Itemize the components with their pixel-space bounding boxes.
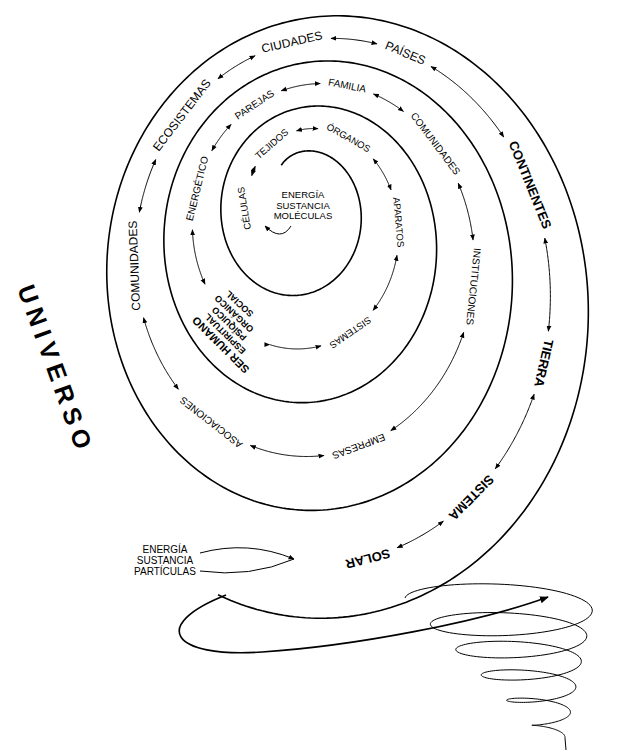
level-label: APARATOS bbox=[391, 197, 406, 248]
double-arrow bbox=[270, 345, 321, 349]
double-arrow bbox=[545, 238, 551, 331]
center-label: ENERGÍA SUSTANCIA MOLÉCULAS bbox=[274, 190, 333, 221]
spiral-tail bbox=[179, 595, 548, 653]
level-label: EMPRESAS bbox=[331, 432, 387, 462]
dimension-label: ENERGÉTICO bbox=[183, 155, 209, 222]
double-arrow bbox=[373, 94, 403, 111]
level-label: CONTINENTES bbox=[505, 140, 553, 232]
level-label: TEJIDOS bbox=[253, 127, 290, 161]
double-arrow bbox=[297, 129, 318, 131]
double-arrow bbox=[331, 38, 377, 44]
leader-line bbox=[200, 548, 294, 559]
double-arrow bbox=[281, 84, 320, 91]
double-arrow bbox=[252, 166, 256, 175]
level-label: INSTITUCIONES bbox=[464, 248, 483, 326]
level-label: TIERRA bbox=[531, 338, 556, 388]
double-arrow bbox=[373, 159, 391, 190]
double-arrow bbox=[250, 445, 324, 456]
double-arrow bbox=[495, 394, 534, 468]
level-label: FAMILIA bbox=[327, 77, 367, 95]
level-label: SISTEMA bbox=[446, 471, 497, 522]
level-label: ECOSISTEMAS bbox=[150, 77, 213, 154]
level-label: COMUNIDADES bbox=[409, 110, 463, 177]
helix-drawing bbox=[405, 584, 592, 750]
level-label: PAREJAS bbox=[232, 88, 275, 122]
leader-label: ENERGÍA SUSTANCIA PARTÍCULAS bbox=[134, 544, 196, 577]
double-arrow bbox=[458, 183, 473, 240]
double-arrow bbox=[431, 66, 504, 137]
level-label: COMUNIDADES bbox=[127, 220, 144, 310]
double-arrow bbox=[212, 124, 231, 150]
double-arrow bbox=[192, 230, 205, 284]
double-arrow bbox=[218, 56, 255, 79]
double-arrow bbox=[144, 318, 179, 389]
level-label: ASOCIACIONES bbox=[177, 394, 244, 450]
spiral-line bbox=[107, 16, 589, 618]
level-label: PAÍSES bbox=[383, 39, 427, 68]
double-arrow bbox=[397, 521, 443, 547]
center-arrow bbox=[265, 226, 291, 234]
level-label: ÓRGANOS bbox=[325, 122, 372, 155]
leader-line bbox=[200, 559, 294, 573]
double-arrow bbox=[373, 255, 397, 310]
level-label: CÉLULAS bbox=[236, 186, 253, 230]
level-label: CIUDADES bbox=[261, 30, 324, 57]
universe-title: UNIVERSO bbox=[12, 281, 99, 458]
double-arrow bbox=[391, 332, 464, 430]
double-arrow bbox=[139, 160, 155, 213]
level-label: SISTEMAS bbox=[327, 314, 372, 350]
level-label: SOLAR bbox=[344, 545, 392, 570]
